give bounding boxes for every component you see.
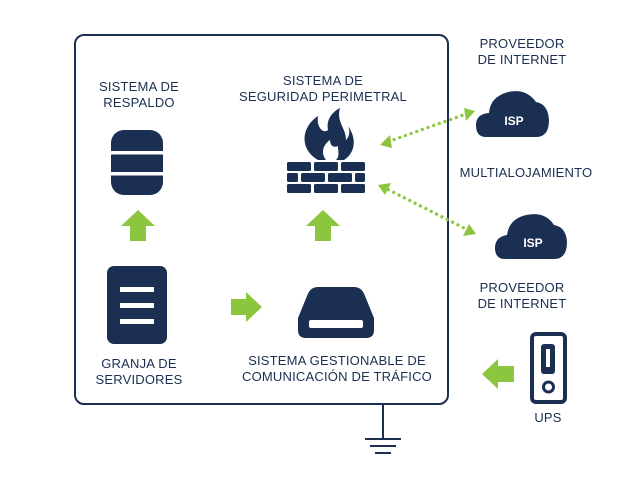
- backup-label-line-1: SISTEMA DE: [98, 79, 180, 94]
- firewall-label: SISTEMA DE SEGURIDAD PERIMETRAL: [228, 73, 418, 105]
- server-farm-label-line-1: GRANJA DE: [101, 356, 177, 371]
- cloud-icon-top: ISP: [476, 91, 549, 137]
- arrow-left-ups-icon: [482, 359, 514, 389]
- hard-drive-icon: [298, 287, 374, 338]
- isp-bottom-label-line-2: DE INTERNET: [477, 296, 567, 311]
- server-icon: [107, 266, 167, 344]
- ups-icon: [530, 332, 567, 404]
- arrow-up-backup-icon: [121, 210, 155, 241]
- backup-label: SISTEMA DE RESPALDO: [80, 79, 198, 111]
- traffic-label-line-1: SISTEMA GESTIONABLE DE: [248, 353, 426, 368]
- firewall-label-line-2: SEGURIDAD PERIMETRAL: [239, 89, 407, 104]
- traffic-label: SISTEMA GESTIONABLE DE COMUNICACIÓN DE T…: [226, 353, 448, 385]
- isp-top-text: ISP: [504, 114, 523, 128]
- cloud-icon-bottom: ISP: [495, 214, 567, 259]
- isp-bottom-text: ISP: [523, 236, 542, 250]
- backup-label-line-2: RESPALDO: [103, 95, 175, 110]
- dotted-link-isp-bottom: [378, 183, 476, 236]
- server-farm-label-line-2: SERVIDORES: [95, 372, 183, 387]
- database-icon: [111, 130, 163, 195]
- arrow-up-firewall-icon: [306, 210, 340, 241]
- firewall-icon: [287, 108, 365, 193]
- isp-bottom-label: PROVEEDOR DE INTERNET: [462, 280, 582, 312]
- dotted-link-isp-top: [380, 108, 475, 148]
- traffic-label-line-2: COMUNICACIÓN DE TRÁFICO: [242, 369, 432, 384]
- arrow-right-icon: [231, 292, 262, 322]
- isp-top-label: PROVEEDOR DE INTERNET: [462, 36, 582, 68]
- server-farm-label: GRANJA DE SERVIDORES: [80, 356, 198, 388]
- multihoming-label: MULTIALOJAMIENTO: [459, 165, 593, 180]
- ups-label: UPS: [518, 410, 578, 426]
- isp-bottom-label-line-1: PROVEEDOR: [479, 280, 565, 295]
- firewall-label-line-1: SISTEMA DE: [282, 73, 364, 88]
- ups-label-line-1: UPS: [534, 410, 562, 425]
- isp-top-label-line-1: PROVEEDOR: [479, 36, 565, 51]
- isp-top-label-line-2: DE INTERNET: [477, 52, 567, 67]
- ground-icon: [365, 404, 401, 454]
